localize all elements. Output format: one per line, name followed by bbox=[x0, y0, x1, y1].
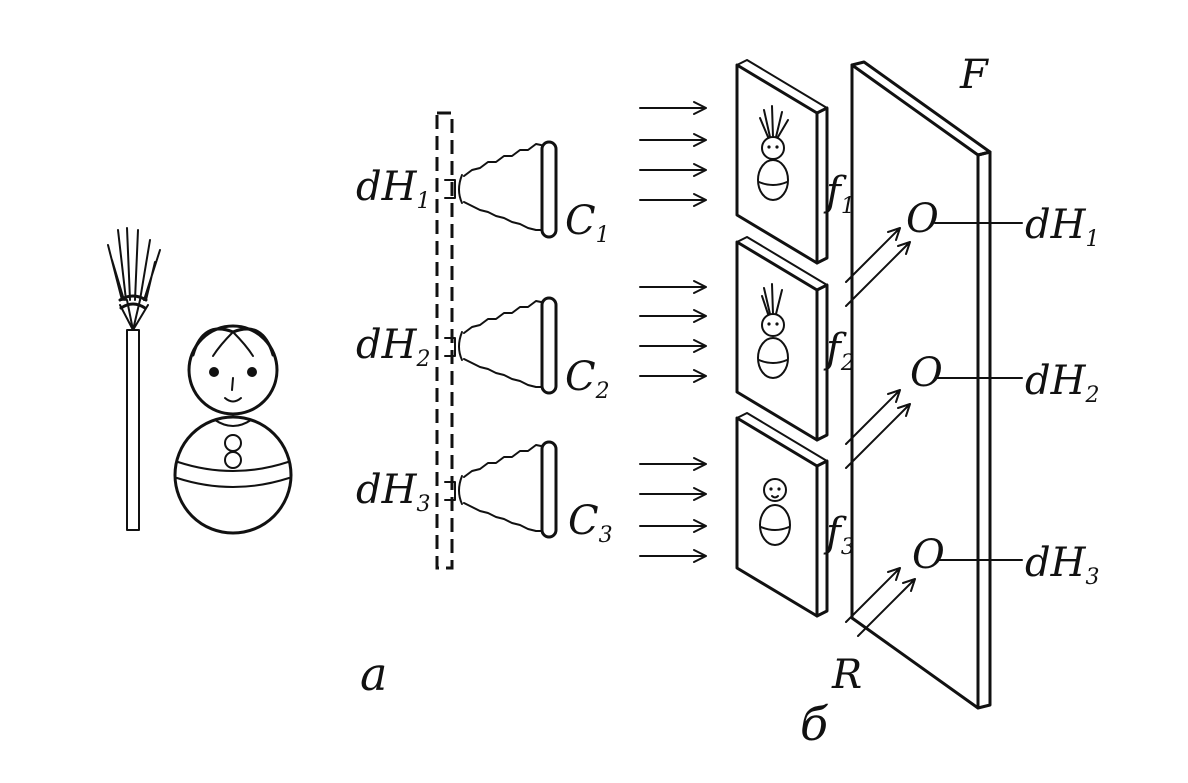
frame-label-f1: f1 bbox=[823, 169, 855, 219]
reference-beam-arrows bbox=[845, 227, 916, 637]
left-label-dh1: dH1 bbox=[356, 164, 431, 214]
broom-icon bbox=[107, 227, 161, 531]
camera-label-c1: C1 bbox=[565, 198, 610, 248]
camera-2 bbox=[458, 296, 558, 395]
reference-label-r: R bbox=[831, 652, 862, 698]
part-label-a: a bbox=[360, 647, 387, 701]
right-label-dh3: dH3 bbox=[1025, 540, 1100, 590]
camera-labels: C1 C2 C3 bbox=[565, 198, 613, 548]
camera-label-c2: C2 bbox=[565, 354, 610, 404]
frame-2-doll-icon bbox=[757, 283, 789, 379]
frame-3 bbox=[735, 412, 829, 618]
left-label-dh2: dH2 bbox=[356, 322, 431, 372]
right-label-dh1: dH1 bbox=[1025, 202, 1100, 252]
right-label-dh2: dH2 bbox=[1025, 358, 1100, 408]
hologram-plate-f bbox=[850, 60, 992, 710]
dashed-plate bbox=[435, 111, 456, 570]
camera-1 bbox=[458, 140, 558, 239]
object-label-o2: O bbox=[910, 350, 943, 396]
frame-label-f2: f2 bbox=[823, 326, 855, 376]
leader-lines bbox=[934, 222, 1023, 561]
object-label-o3: O bbox=[912, 532, 945, 578]
left-labels: dH1 dH2 dH3 bbox=[356, 164, 431, 517]
camera-3 bbox=[458, 440, 558, 539]
illumination-arrows bbox=[639, 101, 707, 563]
camera-label-c3: C3 bbox=[568, 498, 613, 548]
object-label-o1: O bbox=[906, 196, 939, 242]
roly-poly-doll-icon bbox=[173, 324, 293, 535]
part-label-b: б bbox=[800, 697, 829, 751]
frame-3-doll-icon bbox=[759, 478, 791, 546]
object-labels: O O O bbox=[906, 196, 945, 578]
frame-2 bbox=[735, 236, 829, 442]
left-label-dh3: dH3 bbox=[356, 467, 431, 517]
frame-1-doll-icon bbox=[757, 105, 789, 201]
frame-1 bbox=[735, 59, 829, 265]
plate-label-f: F bbox=[959, 52, 989, 98]
frame-label-f3: f3 bbox=[823, 510, 855, 560]
right-labels: dH1 dH2 dH3 bbox=[1025, 202, 1100, 590]
